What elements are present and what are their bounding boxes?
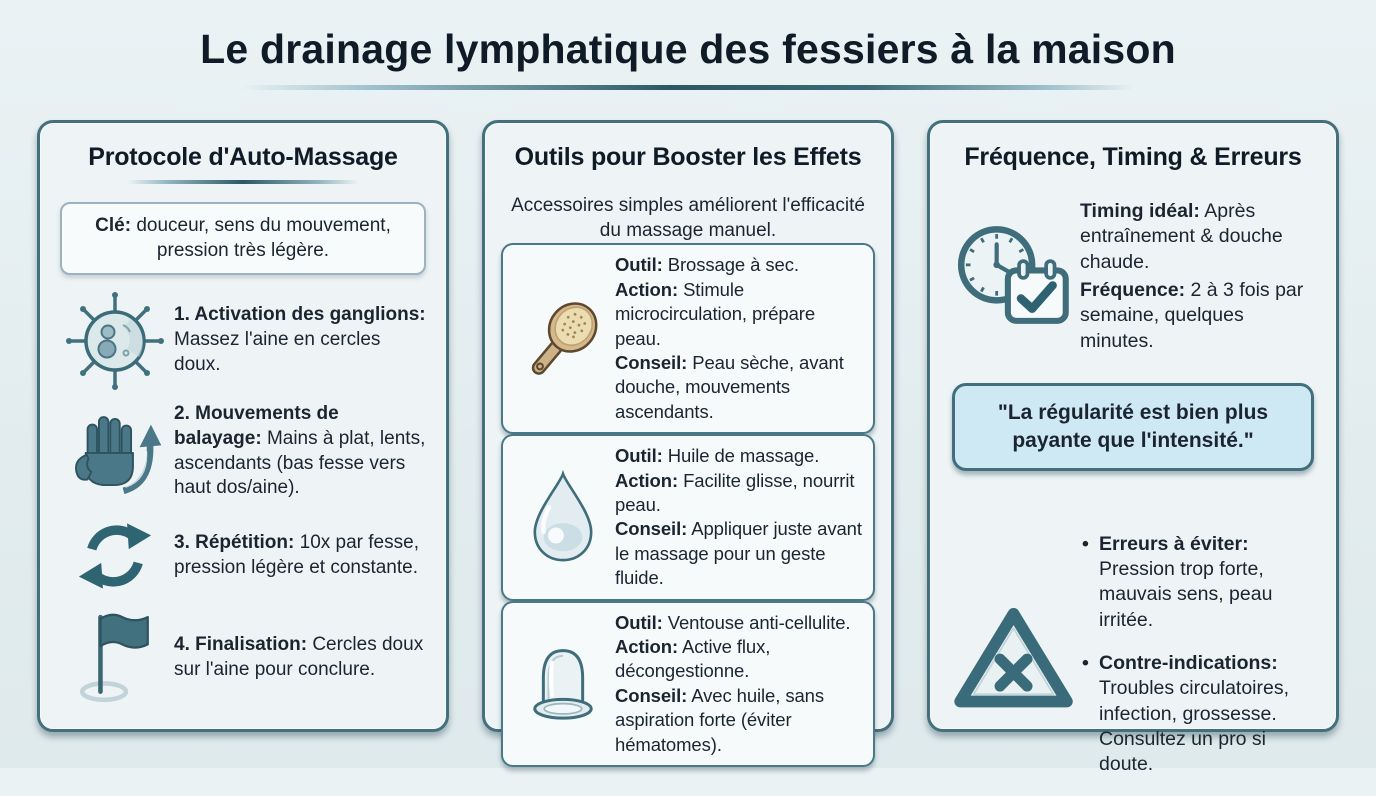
warning-contre-indications: Contre-indications: Troubles circulatoir… [1082, 651, 1320, 778]
panel-protocole: Protocole d'Auto-Massage Clé: douceur, s… [37, 120, 449, 732]
title-underline [242, 85, 1134, 90]
tool-ventouse-text: Outil: Ventouse anti-cellulite. Action: … [615, 611, 851, 755]
tool-box-huile: Outil: Huile de massage. Action: Facilit… [501, 434, 875, 601]
warning-erreurs: Erreurs à éviter: Pression trop forte, m… [1082, 532, 1320, 633]
panel-outils: Outils pour Booster les Effets Accessoir… [482, 120, 894, 768]
tool-box-ventouse: Outil: Ventouse anti-cellulite. Action: … [501, 600, 875, 768]
clock-calendar-icon [946, 216, 1080, 338]
tool-brossage-text: Outil: Brossage à sec. Action: Stimule m… [615, 254, 844, 422]
panel-outils-title: Outils pour Booster les Effets [514, 143, 862, 171]
timing-text: Timing idéal: Après entraînement & douch… [1080, 200, 1304, 352]
tool-box-brossage: Outil: Brossage à sec. Action: Stimule m… [501, 243, 875, 435]
step-activation: 1. Activation des ganglions: Massez l'ai… [56, 291, 430, 391]
oil-drop-icon [511, 467, 615, 567]
step-repetition: 3. Répétition: 10x par fesse, pression l… [56, 513, 430, 599]
step-finalisation: 4. Finalisation: Cercles doux sur l'aine… [56, 608, 430, 708]
dry-brush-icon [511, 285, 615, 393]
panel-frequence: Fréquence, Timing & Erreurs [927, 120, 1339, 775]
infographic-page: Le drainage lymphatique des fessiers à l… [0, 0, 1376, 768]
step-activation-text: 1. Activation des ganglions: Massez l'ai… [174, 304, 426, 375]
step-balayage-text: 2. Mouvements de balayage: Mains à plat,… [174, 403, 426, 499]
step-repetition-text: 3. Répétition: 10x par fesse, pression l… [174, 532, 419, 578]
cupping-cup-icon [511, 634, 615, 734]
step-finalisation-text: 4. Finalisation: Cercles doux sur l'aine… [174, 634, 424, 680]
lymph-node-icon [56, 291, 174, 391]
page-title: Le drainage lymphatique des fessiers à l… [200, 26, 1176, 72]
warnings-row: Erreurs à éviter: Pression trop forte, m… [946, 523, 1320, 796]
columns: Protocole d'Auto-Massage Clé: douceur, s… [37, 120, 1339, 775]
tool-huile-text: Outil: Huile de massage. Action: Facilit… [615, 445, 862, 589]
key-note-text: douceur, sens du mouvement, pression trè… [136, 215, 391, 261]
timing-row: Timing idéal: Après entraînement & douch… [946, 196, 1320, 357]
hand-sweep-icon [56, 400, 174, 504]
repeat-cycle-icon [56, 513, 174, 599]
steps-list: 1. Activation des ganglions: Massez l'ai… [56, 281, 430, 717]
step-balayage: 2. Mouvements de balayage: Mains à plat,… [56, 400, 430, 504]
warning-triangle-icon [946, 604, 1082, 714]
panel-protocole-title: Protocole d'Auto-Massage [88, 143, 398, 171]
finish-flag-icon [56, 608, 174, 708]
panel-protocole-underline [127, 180, 359, 184]
tools-list: Outil: Brossage à sec. Action: Stimule m… [501, 243, 875, 768]
key-note-label: Clé: [95, 215, 132, 236]
quote-box: "La régularité est bien plus payante que… [952, 383, 1314, 471]
warnings-list: Erreurs à éviter: Pression trop forte, m… [1082, 523, 1320, 796]
outils-intro: Accessoires simples améliorent l'efficac… [511, 195, 865, 241]
panel-frequence-title: Fréquence, Timing & Erreurs [964, 143, 1302, 171]
key-note-box: Clé: douceur, sens du mouvement, pressio… [60, 202, 426, 276]
